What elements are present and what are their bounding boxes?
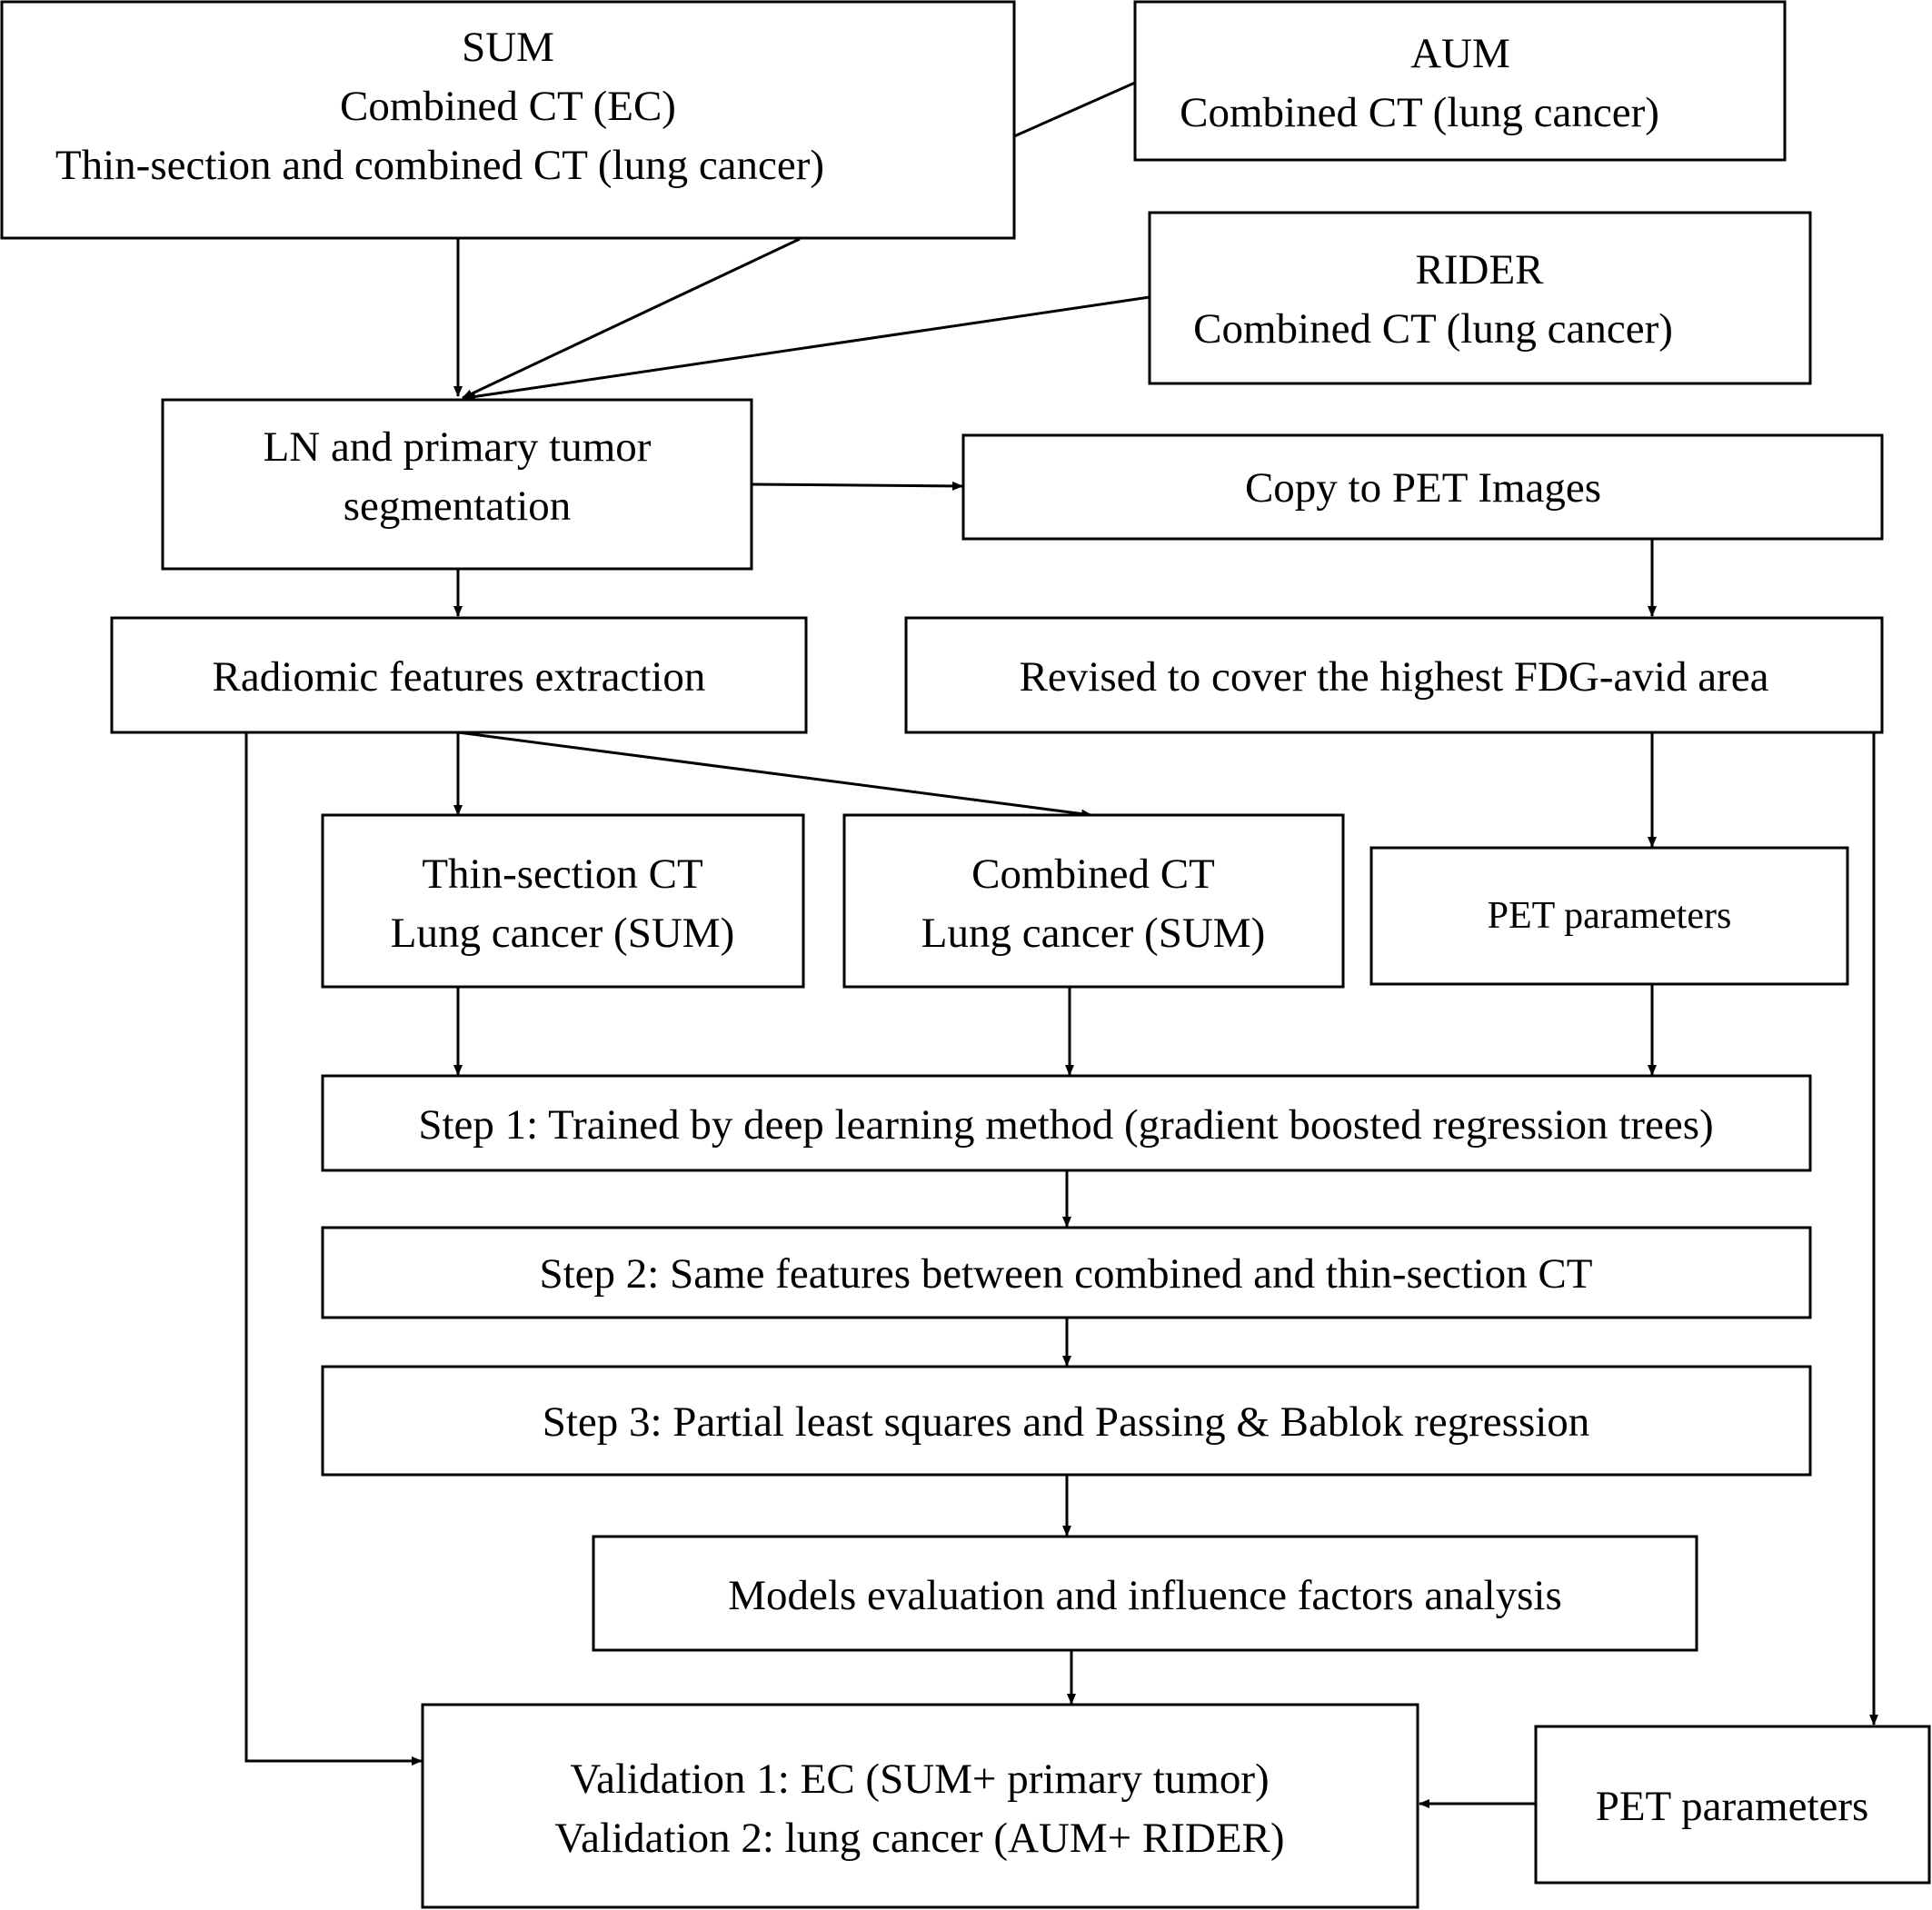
node-copy-pet: Copy to PET Images [961,433,1884,541]
node-rider: RIDER Combined CT (lung cancer) [1148,211,1812,385]
node-combined-ct-line-1: Combined CT [971,851,1215,898]
node-segmentation-line-2: segmentation [344,482,572,530]
node-radiomic-label: Radiomic features extraction [213,653,706,701]
node-step1-label: Step 1: Trained by deep learning method … [418,1101,1713,1149]
node-sum-line-3: Thin-section and combined CT (lung cance… [55,142,824,189]
node-aum: AUM Combined CT (lung cancer) [1133,0,1787,162]
node-step2-label: Step 2: Same features between combined a… [539,1250,1592,1298]
node-thin-ct-line-1: Thin-section CT [422,851,702,898]
node-validation-line-1: Validation 1: EC (SUM+ primary tumor) [570,1756,1269,1803]
node-step3: Step 3: Partial least squares and Passin… [321,1365,1812,1477]
node-radiomic: Radiomic features extraction [110,616,808,734]
node-pet-params-2: PET parameters [1534,1725,1931,1885]
node-combined-ct-line-2: Lung cancer (SUM) [921,910,1265,957]
node-revised: Revised to cover the highest FDG-avid ar… [904,616,1884,734]
node-copy-pet-label: Copy to PET Images [1245,464,1601,512]
node-aum-line-1: AUM [1410,30,1510,77]
node-step3-label: Step 3: Partial least squares and Passin… [543,1398,1590,1446]
node-models: Models evaluation and influence factors … [592,1535,1698,1652]
node-step1: Step 1: Trained by deep learning method … [321,1074,1812,1172]
node-step2: Step 2: Same features between combined a… [321,1226,1812,1319]
edge-radiomic-to-validation [244,732,423,1766]
node-validation-line-2: Validation 2: lung cancer (AUM+ RIDER) [554,1815,1284,1862]
edge-sum-diagonal-to-segmentation [462,237,801,400]
node-thin-ct-line-2: Lung cancer (SUM) [391,910,734,957]
node-sum-line-2: Combined CT (EC) [340,83,676,130]
node-validation: Validation 1: EC (SUM+ primary tumor) Va… [421,1703,1419,1909]
node-aum-line-2: Combined CT (lung cancer) [1180,89,1659,136]
edges-layer [244,81,1878,1808]
node-pet-params-1-label: PET parameters [1488,895,1732,937]
node-pet-params-2-label: PET parameters [1596,1783,1869,1830]
node-segmentation-line-1: LN and primary tumor [264,423,652,471]
node-thin-ct: Thin-section CT Lung cancer (SUM) [321,813,805,989]
node-pet-params-1: PET parameters [1369,846,1849,986]
edge-radiomic-to-combined-ct [457,731,1092,819]
node-sum-line-1: SUM [462,24,554,71]
node-sum: SUM Combined CT (EC) Thin-section and co… [0,0,1016,240]
node-revised-label: Revised to cover the highest FDG-avid ar… [1020,653,1769,701]
edge-segmentation-to-copy-pet [751,481,963,491]
edge-aum-to-sum [1013,81,1136,138]
edge-rider-to-segmentation [464,295,1150,402]
node-segmentation: LN and primary tumor segmentation [161,398,753,571]
node-combined-ct: Combined CT Lung cancer (SUM) [842,813,1345,989]
node-rider-line-1: RIDER [1416,246,1545,293]
node-rider-line-2: Combined CT (lung cancer) [1193,305,1673,353]
node-models-label: Models evaluation and influence factors … [728,1572,1562,1619]
